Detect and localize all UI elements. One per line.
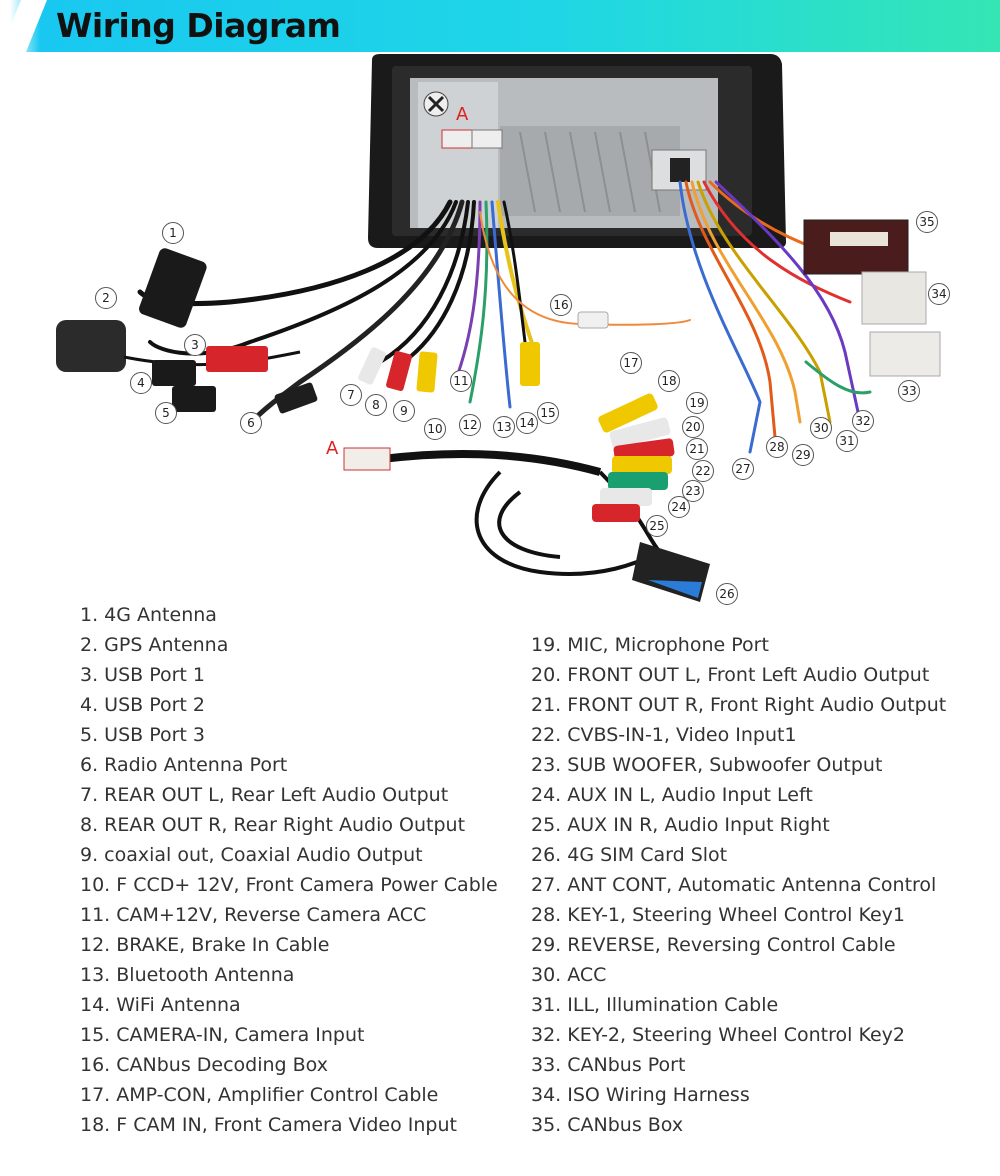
callout-30: 30	[810, 417, 832, 439]
callout-4: 4	[130, 372, 152, 394]
callout-17: 17	[620, 352, 642, 374]
legend-item: 16. CANbus Decoding Box	[80, 1054, 328, 1076]
legend-item: 6. Radio Antenna Port	[80, 754, 288, 776]
callout-31: 31	[836, 430, 858, 452]
callout-14: 14	[516, 412, 538, 434]
legend-item: 5. USB Port 3	[80, 724, 206, 746]
page-title: Wiring Diagram	[56, 6, 341, 45]
header-bar: Wiring Diagram	[0, 0, 1000, 52]
legend-item: 19. MIC, Microphone Port	[531, 634, 769, 656]
legend-item: 17. AMP-CON, Amplifier Control Cable	[80, 1084, 439, 1106]
callout-23: 23	[682, 480, 704, 502]
wiring-diagram: A A 1 2 3 4 5 6 7 8 9 10 11 12 13 14 15 …	[0, 52, 1000, 612]
callout-11: 11	[450, 370, 472, 392]
legend-item: 27. ANT CONT, Automatic Antenna Control	[531, 874, 937, 896]
antennas	[56, 248, 318, 414]
callout-19: 19	[686, 392, 708, 414]
callout-32: 32	[852, 410, 874, 432]
canbus-box	[803, 219, 941, 377]
callout-12: 12	[459, 414, 481, 436]
legend-item: 31. ILL, Illumination Cable	[531, 994, 779, 1016]
legend-item: 21. FRONT OUT R, Front Right Audio Outpu…	[531, 694, 947, 716]
legend-item: 18. F CAM IN, Front Camera Video Input	[80, 1114, 457, 1136]
legend-item: 26. 4G SIM Card Slot	[531, 844, 728, 866]
legend-item: 34. ISO Wiring Harness	[531, 1084, 750, 1106]
legend-item: 23. SUB WOOFER, Subwoofer Output	[531, 754, 883, 776]
callout-20: 20	[682, 416, 704, 438]
callout-27: 27	[732, 458, 754, 480]
callout-35: 35	[916, 211, 938, 233]
legend-item: 11. CAM+12V, Reverse Camera ACC	[80, 904, 427, 926]
legend-right: 19. MIC, Microphone Port 20. FRONT OUT L…	[531, 630, 946, 1140]
legend-item: 3. USB Port 1	[80, 664, 206, 686]
legend-item: 25. AUX IN R, Audio Input Right	[531, 814, 830, 836]
callout-25: 25	[646, 515, 668, 537]
callout-24: 24	[668, 496, 690, 518]
callout-26: 26	[716, 583, 738, 605]
callout-18: 18	[658, 370, 680, 392]
callout-21: 21	[686, 438, 708, 460]
legend-item: 33. CANbus Port	[531, 1054, 686, 1076]
legend-item: 24. AUX IN L, Audio Input Left	[531, 784, 813, 806]
legend-item: 29. REVERSE, Reversing Control Cable	[531, 934, 896, 956]
legend-item: 35. CANbus Box	[531, 1114, 684, 1136]
legend-item: 22. CVBS-IN-1, Video Input1	[531, 724, 797, 746]
callout-29: 29	[792, 444, 814, 466]
callout-7: 7	[340, 384, 362, 406]
legend-item: 10. F CCD+ 12V, Front Camera Power Cable	[80, 874, 498, 896]
callout-33: 33	[898, 380, 920, 402]
legend-item: 2. GPS Antenna	[80, 634, 229, 656]
connector-label-a-top: A	[456, 104, 469, 125]
legend-item: 20. FRONT OUT L, Front Left Audio Output	[531, 664, 930, 686]
legend-item: 13. Bluetooth Antenna	[80, 964, 295, 986]
callout-10: 10	[424, 418, 446, 440]
legend-item: 1. 4G Antenna	[80, 604, 217, 626]
callout-28: 28	[766, 436, 788, 458]
legend-item: 14. WiFi Antenna	[80, 994, 241, 1016]
legend-item: 4. USB Port 2	[80, 694, 206, 716]
callout-22: 22	[692, 460, 714, 482]
callout-16: 16	[550, 294, 572, 316]
callout-13: 13	[493, 416, 515, 438]
rca-upper	[358, 311, 609, 393]
legend-left: 1. 4G Antenna 2. GPS Antenna 3. USB Port…	[80, 600, 498, 1140]
head-unit	[368, 54, 786, 248]
legend-item: 12. BRAKE, Brake In Cable	[80, 934, 330, 956]
lower-harness	[343, 393, 710, 602]
callout-1: 1	[162, 222, 184, 244]
legend-item: 7. REAR OUT L, Rear Left Audio Output	[80, 784, 449, 806]
legend-item: 8. REAR OUT R, Rear Right Audio Output	[80, 814, 466, 836]
connector-label-a-bottom: A	[326, 438, 339, 459]
callout-9: 9	[393, 400, 415, 422]
legend-item: 9. coaxial out, Coaxial Audio Output	[80, 844, 423, 866]
wiring-illustration	[56, 54, 941, 602]
callout-2: 2	[95, 287, 117, 309]
callout-8: 8	[365, 394, 387, 416]
legend-item: 30. ACC	[531, 964, 607, 986]
callout-15: 15	[537, 402, 559, 424]
callout-6: 6	[240, 412, 262, 434]
legend-item: 15. CAMERA-IN, Camera Input	[80, 1024, 365, 1046]
callout-5: 5	[155, 402, 177, 424]
callout-34: 34	[928, 283, 950, 305]
legend-item: 28. KEY-1, Steering Wheel Control Key1	[531, 904, 905, 926]
callout-3: 3	[184, 334, 206, 356]
legend-item: 32. KEY-2, Steering Wheel Control Key2	[531, 1024, 905, 1046]
